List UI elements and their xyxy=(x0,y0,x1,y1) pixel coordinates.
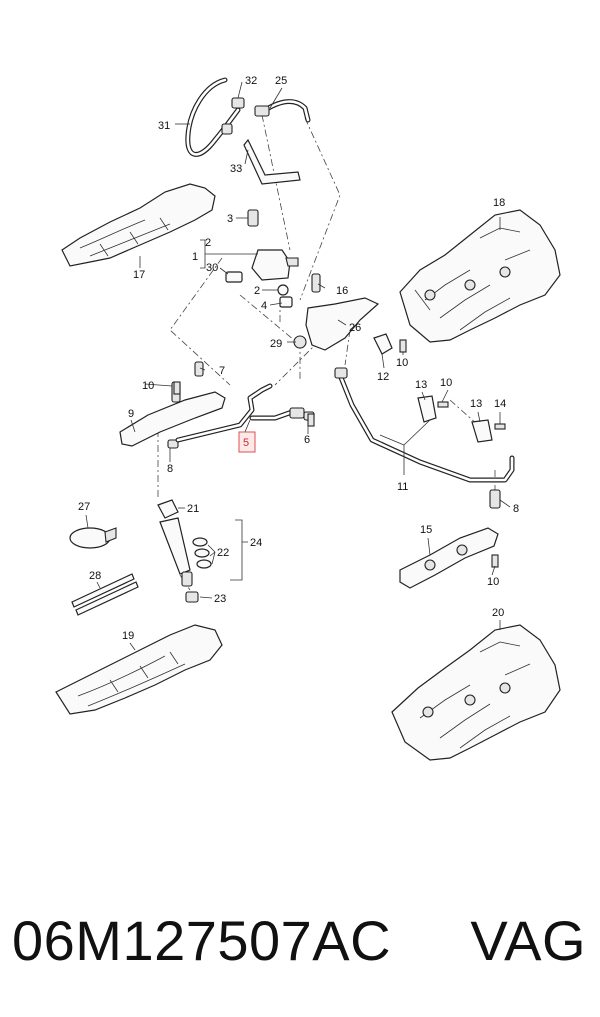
callout-21: 21 xyxy=(187,503,199,515)
callout-28: 28 xyxy=(89,570,101,582)
callout-10-left: 10 xyxy=(142,380,154,392)
callout-13-right: 13 xyxy=(470,398,482,410)
cover-19 xyxy=(55,624,223,715)
clamp-27 xyxy=(69,527,117,549)
cover-17 xyxy=(61,183,216,267)
callout-24: 24 xyxy=(250,537,262,549)
cable-ties-28 xyxy=(71,573,139,616)
callout-17: 17 xyxy=(133,269,145,281)
callout-26: 26 xyxy=(349,322,361,334)
callout-4: 4 xyxy=(261,300,267,312)
callout-16: 16 xyxy=(336,285,348,297)
callout-31: 31 xyxy=(158,120,170,132)
callout-10-mid: 10 xyxy=(396,357,408,369)
callout-1: 1 xyxy=(192,251,198,263)
part-number: 06M127507AC xyxy=(12,908,392,972)
callout-7: 7 xyxy=(219,365,225,377)
callout-8-right: 8 xyxy=(513,503,519,515)
callout-6: 6 xyxy=(304,434,310,446)
callout-13-left: 13 xyxy=(415,379,427,391)
callout-labels: 32 25 31 33 3 2 1 30 2 4 16 26 29 17 18 … xyxy=(78,75,519,642)
fuel-rail-15 xyxy=(399,527,499,589)
callout-3: 3 xyxy=(227,213,233,225)
callout-5: 5 xyxy=(243,437,249,449)
bolts xyxy=(173,339,506,568)
callout-20: 20 xyxy=(492,607,504,619)
callout-19: 19 xyxy=(122,630,134,642)
injector-group xyxy=(157,499,212,603)
cylinder-head-20 xyxy=(391,624,561,761)
callout-9: 9 xyxy=(128,408,134,420)
callout-14: 14 xyxy=(494,398,506,410)
callout-33: 33 xyxy=(230,163,242,175)
leader-lines xyxy=(85,81,511,651)
fuel-rail-9 xyxy=(119,361,226,449)
callout-27: 27 xyxy=(78,501,90,513)
callout-22: 22 xyxy=(217,547,229,559)
footer: 06M127507AC VAG xyxy=(0,895,600,985)
callout-8-left: 8 xyxy=(167,463,173,475)
callout-23: 23 xyxy=(214,593,226,605)
callout-30: 30 xyxy=(206,262,218,274)
callout-2-top: 2 xyxy=(205,237,211,249)
callout-15: 15 xyxy=(420,524,432,536)
assembly-guide-lines xyxy=(157,114,496,591)
callout-32: 32 xyxy=(245,75,257,87)
callout-2-mid: 2 xyxy=(254,285,260,297)
callout-5-highlight xyxy=(238,431,256,453)
callout-10-bottom: 10 xyxy=(487,576,499,588)
brand-label: VAG xyxy=(470,908,586,972)
callout-18: 18 xyxy=(493,197,505,209)
fuel-line-11 xyxy=(334,333,515,509)
callout-12: 12 xyxy=(377,371,389,383)
cylinder-head-18 xyxy=(399,209,561,343)
high-pressure-pump-group xyxy=(225,209,380,351)
callout-29: 29 xyxy=(270,338,282,350)
callout-10-right: 10 xyxy=(440,377,452,389)
callout-25: 25 xyxy=(275,75,287,87)
callout-11: 11 xyxy=(397,481,408,493)
exploded-parts-diagram: 32 25 31 33 3 2 1 30 2 4 16 26 29 17 18 … xyxy=(55,75,561,761)
vacuum-hose-assembly xyxy=(185,77,311,185)
